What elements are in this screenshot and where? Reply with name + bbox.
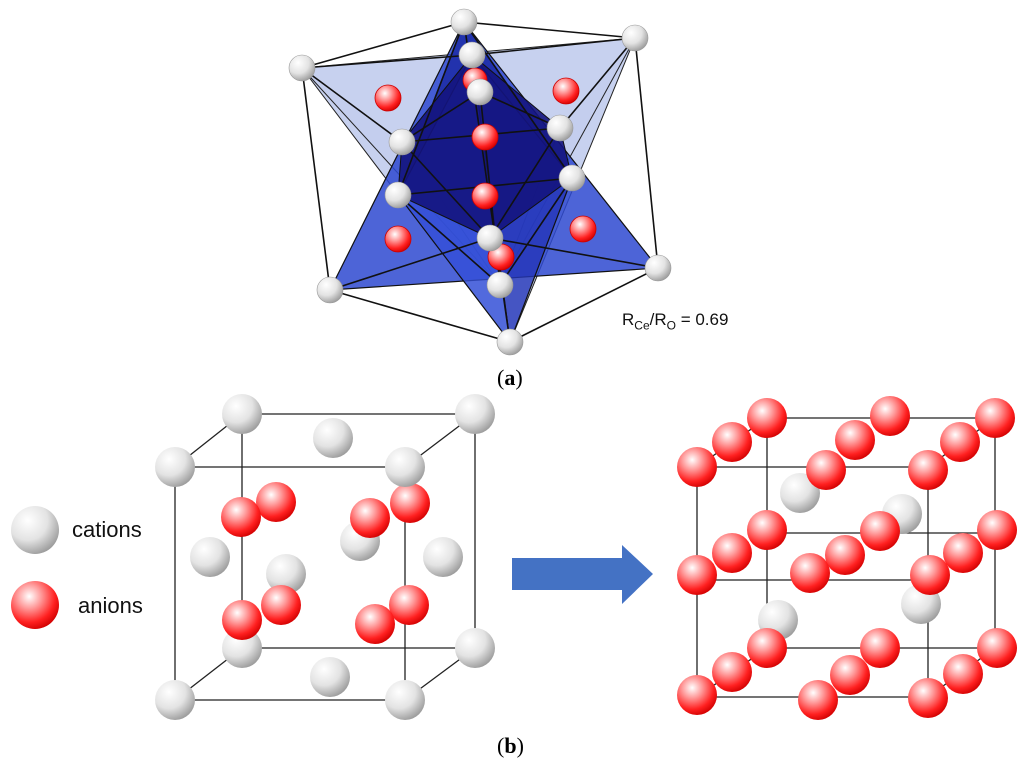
- anion-sphere-icon: [908, 450, 948, 490]
- cation-sphere-icon: [288, 54, 316, 82]
- cations-a: [288, 8, 672, 356]
- panel-b-right-unit-cell: [677, 396, 1017, 720]
- anion-sphere-icon: [256, 482, 296, 522]
- ratio-value: = 0.69: [675, 310, 729, 329]
- radius-ratio-label: RCe/RO = 0.69: [622, 310, 728, 332]
- anion-sphere-icon: [977, 510, 1017, 550]
- anion-sphere-icon: [975, 398, 1015, 438]
- cation-sphere-icon: [155, 680, 195, 720]
- anion-sphere-icon: [747, 510, 787, 550]
- ratio-sub-ce: Ce: [634, 318, 650, 333]
- anion-sphere-icon: [677, 555, 717, 595]
- cation-sphere-icon: [384, 181, 412, 209]
- anion-sphere-icon: [569, 215, 597, 243]
- cation-sphere-icon: [190, 537, 230, 577]
- cation-sphere-icon: [222, 628, 262, 668]
- anion-sphere-icon: [261, 585, 301, 625]
- anion-sphere-icon: [712, 422, 752, 462]
- anion-sphere-icon: [910, 555, 950, 595]
- anions-b-right: [677, 396, 1017, 720]
- anion-sphere-icon: [943, 533, 983, 573]
- legend: [11, 506, 59, 629]
- cation-sphere-icon: [385, 447, 425, 487]
- anion-sphere-icon: [940, 422, 980, 462]
- cations-b-left-back: [190, 394, 495, 697]
- cation-sphere-icon: [486, 271, 514, 299]
- cation-sphere-icon: [450, 8, 478, 36]
- anion-sphere-icon: [222, 600, 262, 640]
- anion-sphere-icon: [390, 483, 430, 523]
- anion-sphere-icon: [747, 398, 787, 438]
- cation-sphere-icon: [316, 276, 344, 304]
- anion-sphere-icon: [830, 655, 870, 695]
- cation-sphere-icon: [455, 628, 495, 668]
- red-sphere-icon: [11, 581, 59, 629]
- cation-sphere-icon: [558, 164, 586, 192]
- anion-sphere-icon: [835, 420, 875, 460]
- cation-sphere-icon: [458, 41, 486, 69]
- panel-a-label: (a): [497, 365, 523, 390]
- anion-sphere-icon: [870, 396, 910, 436]
- legend-anions-label: anions: [78, 593, 143, 618]
- anion-sphere-icon: [825, 535, 865, 575]
- ratio-sub-o: O: [666, 318, 676, 333]
- anion-sphere-icon: [860, 511, 900, 551]
- cation-sphere-icon: [496, 328, 524, 356]
- anion-sphere-icon: [389, 585, 429, 625]
- right-arrow-icon: [512, 545, 653, 604]
- cation-sphere-icon: [546, 114, 574, 142]
- anion-sphere-icon: [350, 498, 390, 538]
- anion-sphere-icon: [384, 225, 412, 253]
- cation-sphere-icon: [644, 254, 672, 282]
- anion-sphere-icon: [790, 553, 830, 593]
- anion-sphere-icon: [552, 77, 580, 105]
- cation-sphere-icon: [423, 537, 463, 577]
- cation-sphere-icon: [455, 394, 495, 434]
- panel-b-label: (b): [497, 733, 524, 758]
- cation-sphere-icon: [621, 24, 649, 52]
- anion-sphere-icon: [355, 604, 395, 644]
- panel-b-left-unit-cell: [155, 394, 495, 720]
- cation-sphere-icon: [313, 418, 353, 458]
- anion-sphere-icon: [712, 652, 752, 692]
- anion-sphere-icon: [977, 628, 1017, 668]
- cation-sphere-icon: [385, 680, 425, 720]
- white-sphere-icon: [11, 506, 59, 554]
- anion-sphere-icon: [798, 680, 838, 720]
- anion-sphere-icon: [747, 628, 787, 668]
- cation-sphere-icon: [388, 128, 416, 156]
- anion-sphere-icon: [860, 628, 900, 668]
- cation-sphere-icon: [780, 473, 820, 513]
- cation-sphere-icon: [310, 657, 350, 697]
- panel-a-stella-octangula: [288, 8, 672, 356]
- cation-sphere-icon: [466, 78, 494, 106]
- anion-sphere-icon: [471, 123, 499, 151]
- anions-b-left: [221, 482, 430, 644]
- ratio-r-ce: R: [622, 310, 635, 329]
- anion-sphere-icon: [677, 675, 717, 715]
- anion-sphere-icon: [221, 497, 261, 537]
- anion-sphere-icon: [908, 678, 948, 718]
- anion-sphere-icon: [806, 450, 846, 490]
- cation-sphere-icon: [155, 447, 195, 487]
- cation-sphere-icon: [266, 554, 306, 594]
- anion-sphere-icon: [712, 533, 752, 573]
- cations-b-left-front: [155, 447, 425, 720]
- cation-sphere-icon: [476, 224, 504, 252]
- ratio-r-o: /R: [649, 310, 667, 329]
- anion-sphere-icon: [943, 654, 983, 694]
- cation-sphere-icon: [222, 394, 262, 434]
- anion-sphere-icon: [677, 447, 717, 487]
- anion-sphere-icon: [471, 182, 499, 210]
- anion-sphere-icon: [374, 84, 402, 112]
- legend-cations-label: cations: [72, 517, 142, 542]
